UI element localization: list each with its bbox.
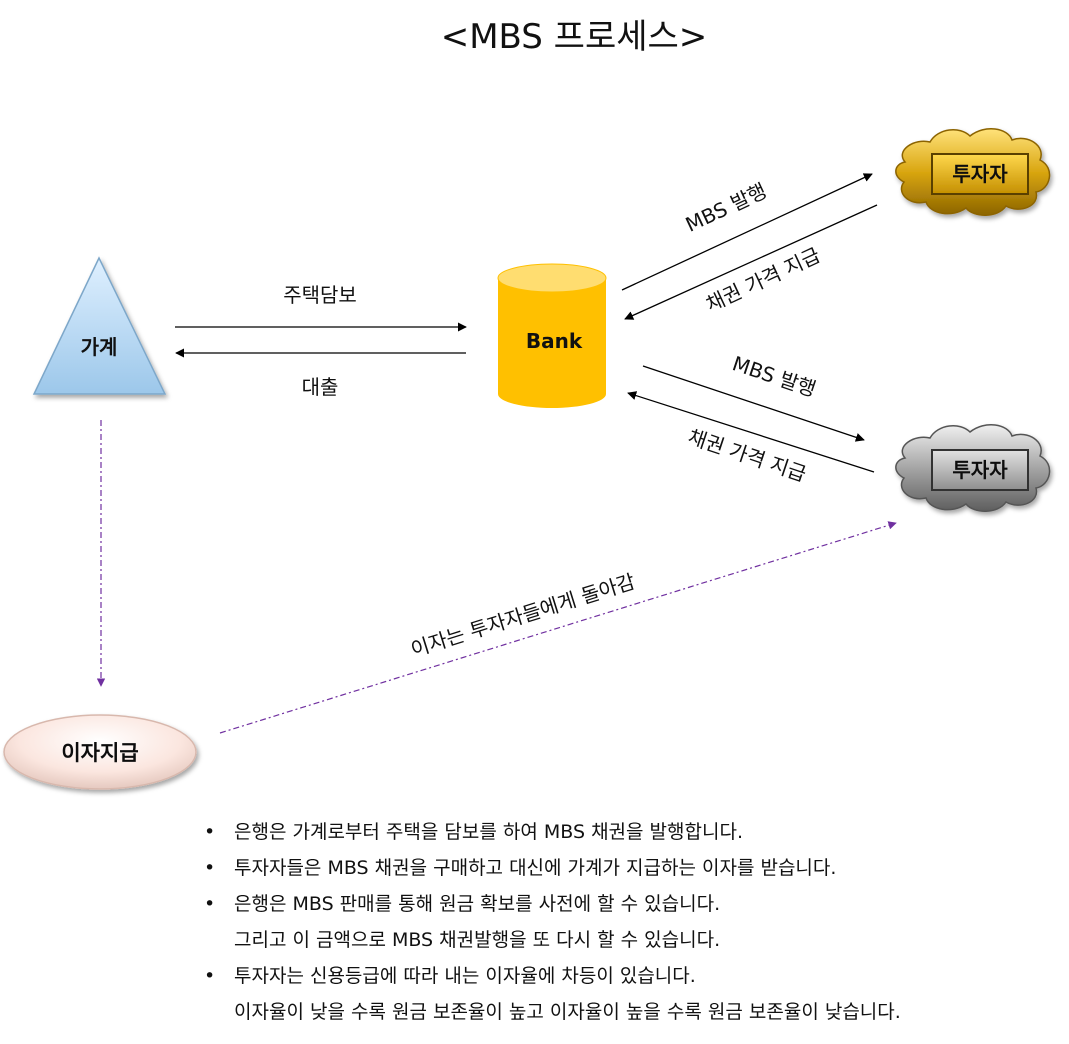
page-title: <MBS 프로세스>: [441, 17, 708, 57]
interest-payment-node: 이자지급: [3, 714, 197, 790]
household-node: 가계: [32, 256, 167, 395]
bullet-line: 투자자들은 MBS 채권을 구매하고 대신에 가계가 지급하는 이자를 받습니다…: [234, 857, 837, 879]
bullet-line: 투자자는 신용등급에 따라 내는 이자율에 차등이 있습니다.: [234, 965, 696, 987]
interest-to-investor-arrow: [219, 521, 897, 734]
mortgage-label: 주택담보: [283, 283, 357, 307]
bullet-line: 이자율이 낮을 수록 원금 보존율이 높고 이자율이 높을 수록 원금 보존율이…: [234, 1001, 901, 1023]
bullet-line: 은행은 MBS 판매를 통해 원금 확보를 사전에 할 수 있습니다.: [234, 893, 721, 915]
household-label: 가계: [81, 335, 118, 359]
mbs-issue-label-2: MBS 발행: [729, 351, 819, 401]
investor-silver-node: 투자자: [895, 424, 1051, 512]
bank-node: Bank: [497, 263, 607, 408]
bond-payment-arrow-1: [624, 204, 878, 320]
investor-gold-node: 투자자: [895, 128, 1051, 216]
loan-label: 대출: [302, 375, 339, 399]
interest-to-investors-label: 이자는 투자자들에게 돌아감: [408, 569, 638, 661]
bullet-line: 은행은 가계로부터 주택을 담보를 하여 MBS 채권을 발행합니다.: [234, 821, 743, 843]
bullet-item: 투자자는 신용등급에 따라 내는 이자율에 차등이 있습니다. 이자율이 낮을 …: [204, 958, 901, 1030]
bullet-item: 투자자들은 MBS 채권을 구매하고 대신에 가계가 지급하는 이자를 받습니다…: [204, 850, 901, 886]
bullet-item: 은행은 가계로부터 주택을 담보를 하여 MBS 채권을 발행합니다.: [204, 814, 901, 850]
investor-gold-label: 투자자: [952, 162, 1008, 186]
explanation-list: 은행은 가계로부터 주택을 담보를 하여 MBS 채권을 발행합니다. 투자자들…: [204, 814, 901, 1030]
bond-payment-label-1: 채권 가격 지급: [702, 243, 824, 317]
mbs-issue-arrow-1: [621, 173, 873, 291]
investor-silver-label: 투자자: [952, 458, 1008, 482]
interest-payment-label: 이자지급: [61, 741, 138, 765]
bank-label: Bank: [526, 329, 583, 353]
bond-payment-label-2: 채권 가격 지급: [685, 424, 809, 486]
bond-payment-arrow-2: [627, 391, 875, 473]
bullet-line: 그리고 이 금액으로 MBS 채권발행을 또 다시 할 수 있습니다.: [234, 929, 721, 951]
bullet-item: 은행은 MBS 판매를 통해 원금 확보를 사전에 할 수 있습니다. 그리고 …: [204, 886, 901, 958]
mbs-issue-arrow-2: [642, 365, 865, 442]
